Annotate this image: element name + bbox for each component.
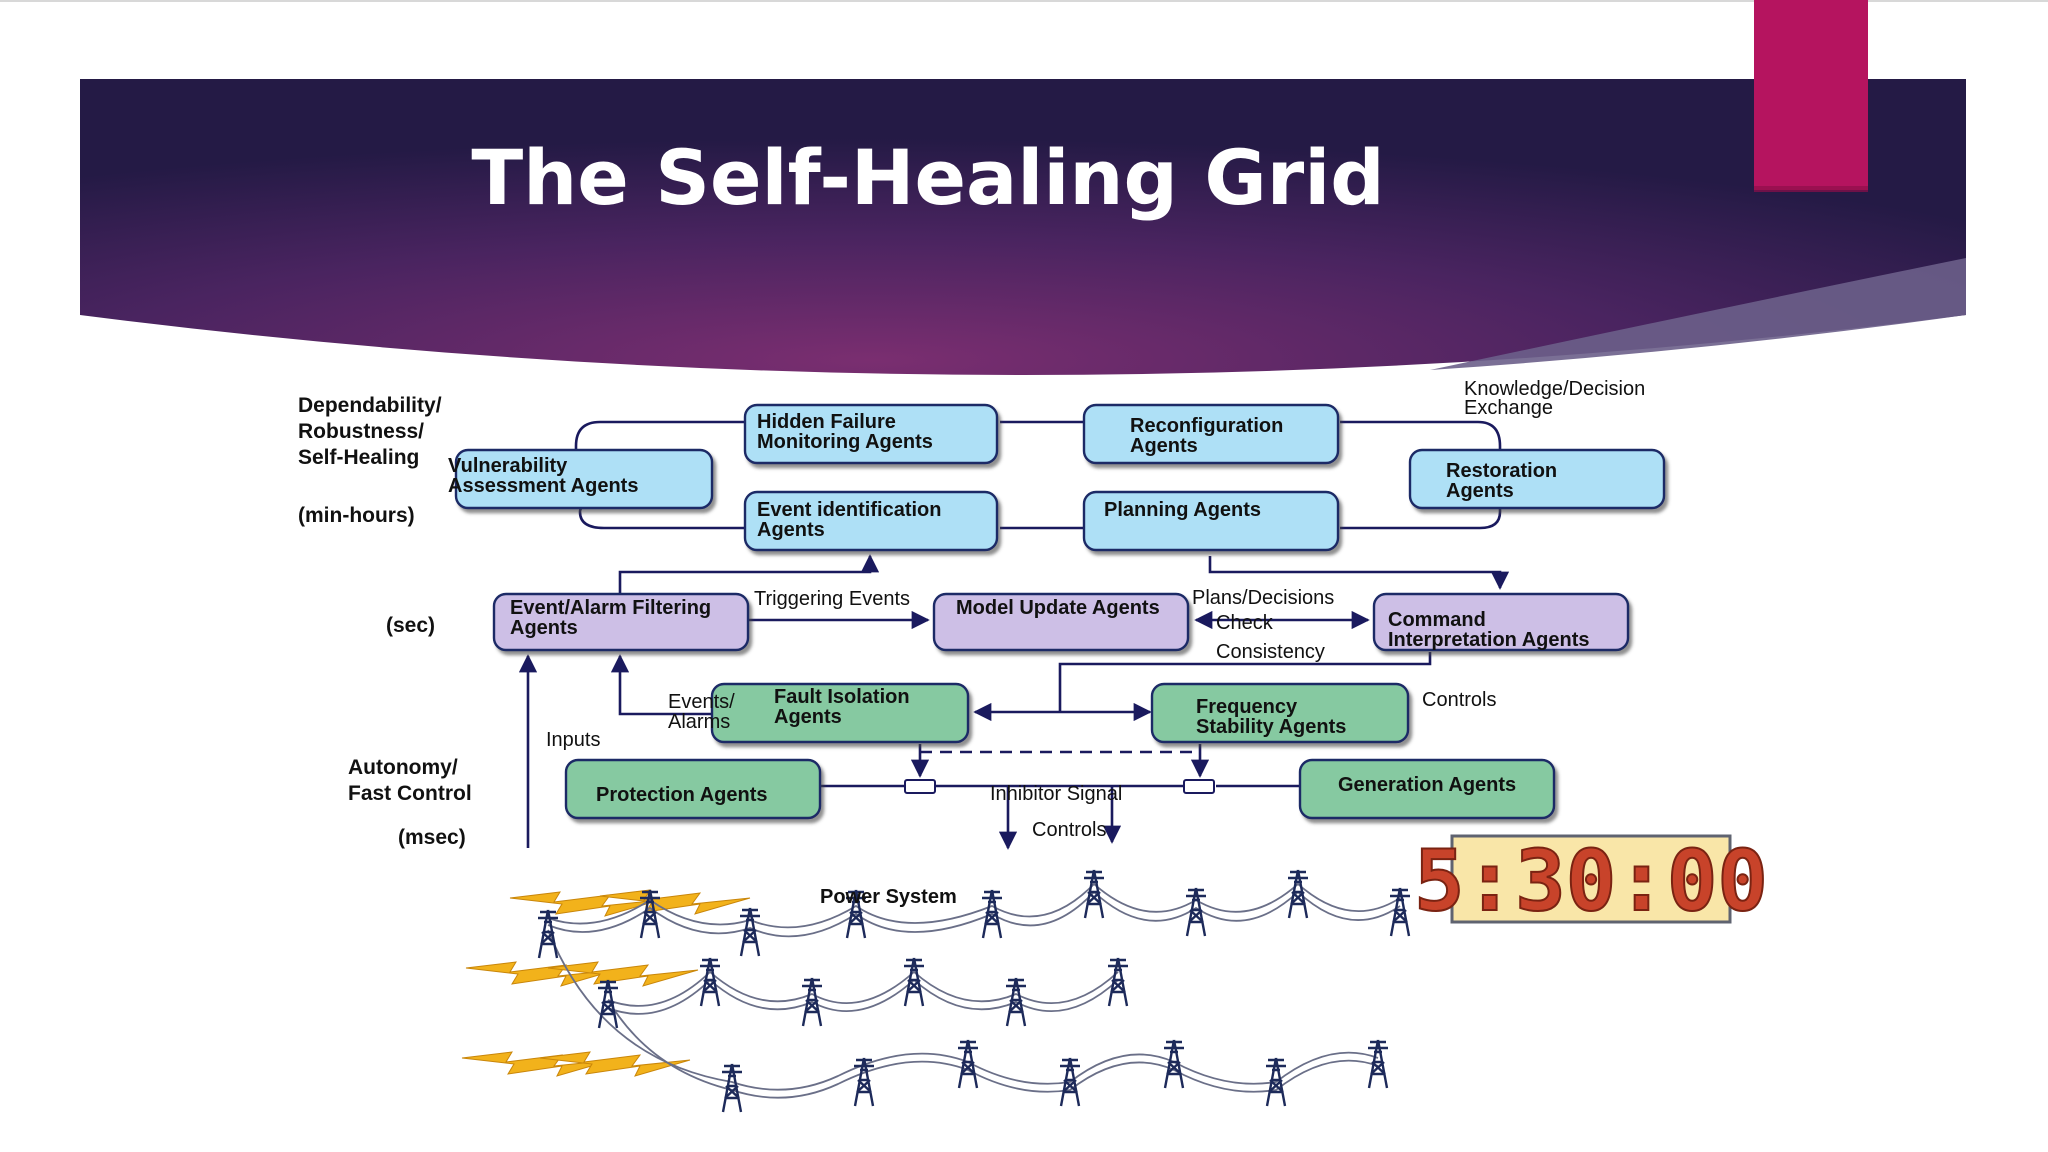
consistency-label: Consistency (1216, 641, 1325, 663)
events-alarms-label-2: Alarms (668, 711, 730, 733)
plans-decisions-label: Plans/Decisions (1192, 587, 1334, 609)
dependability-label-3: Self-Healing (298, 446, 419, 469)
autonomy-label-2: Fast Control (348, 782, 472, 805)
timer-value: 5:30:00 (1414, 832, 1768, 930)
hidden-failure-label-2: Monitoring Agents (757, 431, 933, 453)
restoration-label-1: Restoration (1446, 460, 1557, 482)
planning-label: Planning Agents (1104, 499, 1261, 521)
restoration-label-2: Agents (1446, 480, 1514, 502)
msec-label: (msec) (398, 826, 466, 849)
model-update-box (932, 592, 1190, 652)
event-identification-label-1: Event identification (757, 499, 941, 521)
protection-box (564, 758, 822, 820)
sec-label: (sec) (386, 614, 435, 637)
countdown-timer: 5:30:00 (1413, 831, 1769, 931)
min-hours-label: (min-hours) (298, 504, 415, 527)
controls-right-label: Controls (1422, 689, 1496, 711)
reconfiguration-label-2: Agents (1130, 435, 1198, 457)
switch-left (904, 779, 936, 794)
frequency-stability-label-1: Frequency (1196, 696, 1298, 718)
accent-tab (1754, 0, 1868, 190)
header-banner (80, 79, 1966, 375)
fault-isolation-label-2: Agents (774, 706, 842, 728)
switch-right (1183, 779, 1215, 794)
fault-isolation-box (710, 682, 970, 744)
event-alarm-label-1: Event/Alarm Filtering (510, 597, 711, 619)
command-interpretation-label-1: Command (1388, 609, 1486, 631)
inputs-label: Inputs (546, 729, 600, 751)
generation-label: Generation Agents (1338, 774, 1516, 796)
frequency-stability-box (1150, 682, 1410, 744)
model-update-label: Model Update Agents (956, 597, 1160, 619)
command-interpretation-box (1372, 592, 1630, 652)
knowledge-label-2: Exchange (1464, 397, 1553, 419)
event-alarm-box (492, 592, 750, 652)
event-identification-label-2: Agents (757, 519, 825, 541)
event-alarm-label-2: Agents (510, 617, 578, 639)
dependability-label-2: Robustness/ (298, 420, 424, 443)
frequency-stability-label-2: Stability Agents (1196, 716, 1346, 738)
tower-icon (536, 908, 560, 960)
check-label: Check (1216, 612, 1274, 634)
events-alarms-label-1: Events/ (668, 691, 735, 713)
protection-label: Protection Agents (596, 784, 768, 806)
dependability-label-1: Dependability/ (298, 394, 442, 417)
generation-box (1298, 758, 1556, 820)
vulnerability-box (454, 448, 714, 510)
knowledge-label-1: Knowledge/Decision (1464, 378, 1645, 400)
command-interpretation-label-2: Interpretation Agents (1388, 629, 1590, 651)
hidden-failure-box (743, 403, 999, 465)
fault-isolation-label-1: Fault Isolation (774, 686, 910, 708)
hidden-failure-label-1: Hidden Failure (757, 411, 896, 433)
power-system-label: Power System (820, 886, 957, 908)
reconfiguration-label-1: Reconfiguration (1130, 415, 1283, 437)
triggering-events-label: Triggering Events (754, 588, 910, 610)
vulnerability-label-1: Vulnerability (448, 455, 568, 477)
slide-title: The Self-Healing Grid (471, 133, 1384, 222)
connector-lines (518, 420, 1510, 850)
planning-box (1082, 490, 1340, 552)
reconfiguration-box (1082, 403, 1340, 465)
autonomy-label-1: Autonomy/ (348, 756, 458, 779)
restoration-box (1408, 448, 1666, 510)
controls-bottom-label: Controls (1032, 819, 1106, 841)
inhibitor-signal-label: Inhibitor Signal (990, 783, 1122, 805)
power-system-illustration: Power System (461, 868, 1412, 1114)
event-identification-box (743, 490, 999, 552)
vulnerability-label-2: Assessment Agents (448, 475, 638, 497)
